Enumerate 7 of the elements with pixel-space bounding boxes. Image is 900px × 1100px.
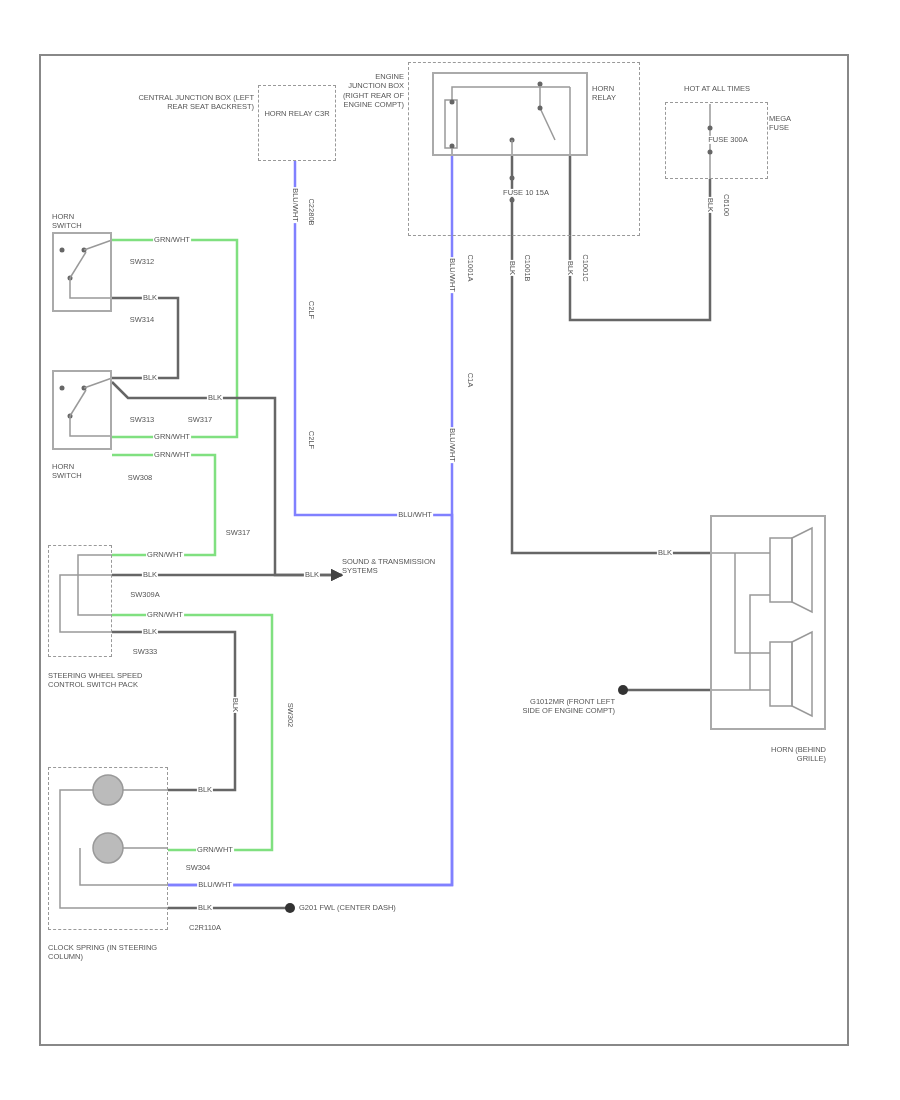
wire bbox=[510, 156, 710, 555]
wire bbox=[112, 568, 344, 582]
wire bbox=[112, 296, 180, 380]
wire bbox=[568, 156, 712, 322]
wire bbox=[618, 685, 710, 695]
wire bbox=[112, 630, 237, 792]
wire bbox=[168, 903, 295, 913]
